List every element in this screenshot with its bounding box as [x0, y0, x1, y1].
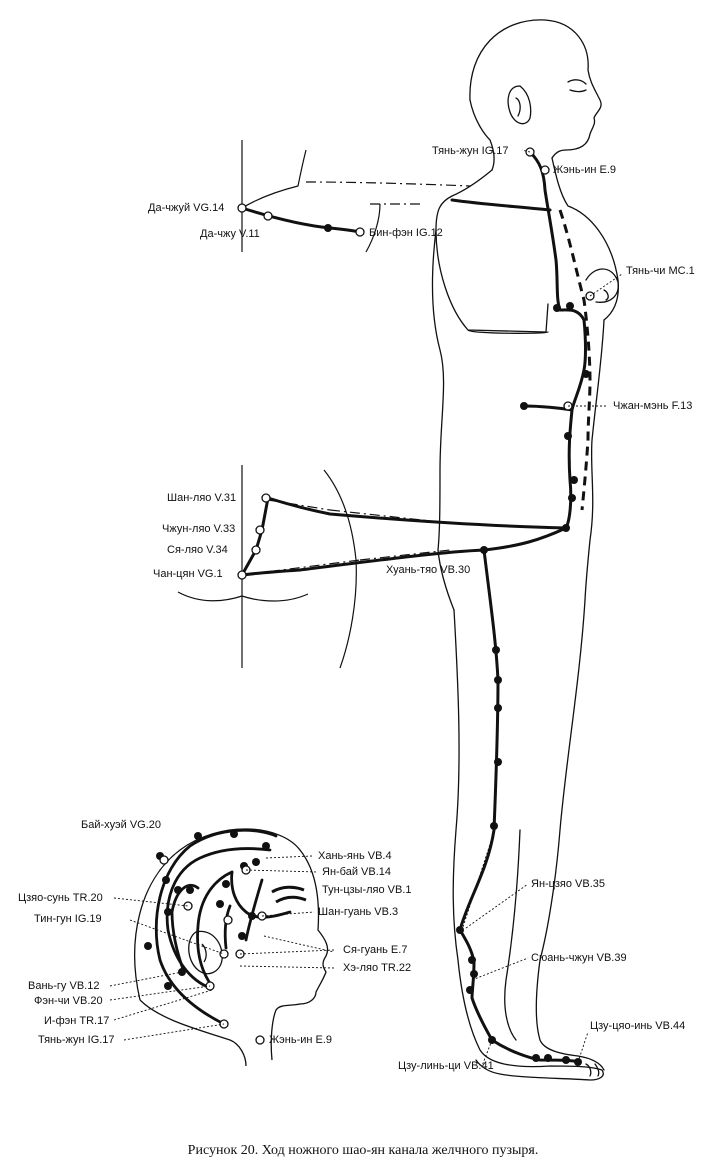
label-sia-liao: Ся-ляо V.34	[167, 544, 228, 556]
label-huan-tiao: Хуань-тяо VB.30	[386, 564, 471, 576]
back-view-shoulder	[241, 149, 471, 253]
acupoint-markers	[324, 224, 590, 1066]
label-sia-guan: Ся-гуань E.7	[343, 944, 408, 956]
label-feng-chi: Фэн-чи VB.20	[34, 995, 103, 1007]
label-da-zhui: Да-чжуй VG.14	[148, 202, 225, 214]
label-zhen-in-head: Жэнь-ин E.9	[269, 1034, 333, 1046]
meridian-path	[240, 150, 587, 1064]
head-meridian-path	[154, 828, 292, 1026]
label-tian-zhun-top: Тянь-жун IG.17	[432, 145, 509, 157]
acupoint-open-markers	[237, 147, 595, 580]
label-bai-hui: Бай-хуэй VG.20	[81, 819, 162, 831]
label-zu-lin-qi: Цзу-линь-ци VB.41	[398, 1060, 494, 1072]
body-outline	[431, 19, 620, 1081]
label-wan-gu: Вань-гу VB.12	[28, 980, 100, 992]
label-shang-guan: Шан-гуань VB.3	[318, 906, 399, 918]
label-zhen-in: Жэнь-ин E.9	[553, 164, 617, 176]
back-view-pelvis	[177, 469, 451, 669]
label-xuan-zhong: Сюань-чжун VB.39	[531, 952, 627, 964]
label-zhan-men: Чжан-мэнь F.13	[613, 400, 693, 412]
label-tian-chi: Тянь-чи MC.1	[626, 265, 695, 277]
label-he-liao: Хэ-ляо TR.22	[343, 962, 412, 974]
label-chan-qiang: Чан-цян VG.1	[153, 568, 223, 580]
label-yan-bai: Ян-бай VB.14	[322, 866, 392, 878]
label-tong-zi-liao: Тун-цзы-ляо VB.1	[322, 884, 412, 896]
label-zu-qiao-yin: Цзу-цяо-инь VB.44	[590, 1020, 686, 1032]
head-leader-lines	[109, 855, 335, 1041]
label-da-zhu: Да-чжу V.11	[200, 228, 260, 240]
head-inset-outline	[134, 828, 329, 1067]
eyebrow-icon	[271, 885, 307, 904]
head-open-markers	[159, 855, 267, 1045]
meridian-dashed-branch	[558, 209, 592, 511]
figure-caption: Рисунок 20. Ход ножного шао-ян канала же…	[187, 1143, 539, 1158]
label-tian-zhun-head: Тянь-жун IG.17	[38, 1034, 115, 1046]
main-leader-lines	[461, 149, 623, 1067]
label-bin-feng: Бин-фэн IG.12	[369, 227, 443, 239]
label-zhun-liao: Чжун-ляо V.33	[162, 523, 236, 535]
label-ting-gun: Тин-гун IG.19	[34, 913, 102, 925]
label-shan-liao: Шан-ляо V.31	[167, 492, 237, 504]
label-han-yan: Хань-янь VB.4	[318, 850, 392, 862]
label-jiao-sun: Цзяо-сунь TR.20	[18, 892, 103, 904]
label-yang-jiao: Ян-цзяо VB.35	[531, 878, 605, 890]
label-yi-feng: И-фэн TR.17	[44, 1015, 110, 1027]
